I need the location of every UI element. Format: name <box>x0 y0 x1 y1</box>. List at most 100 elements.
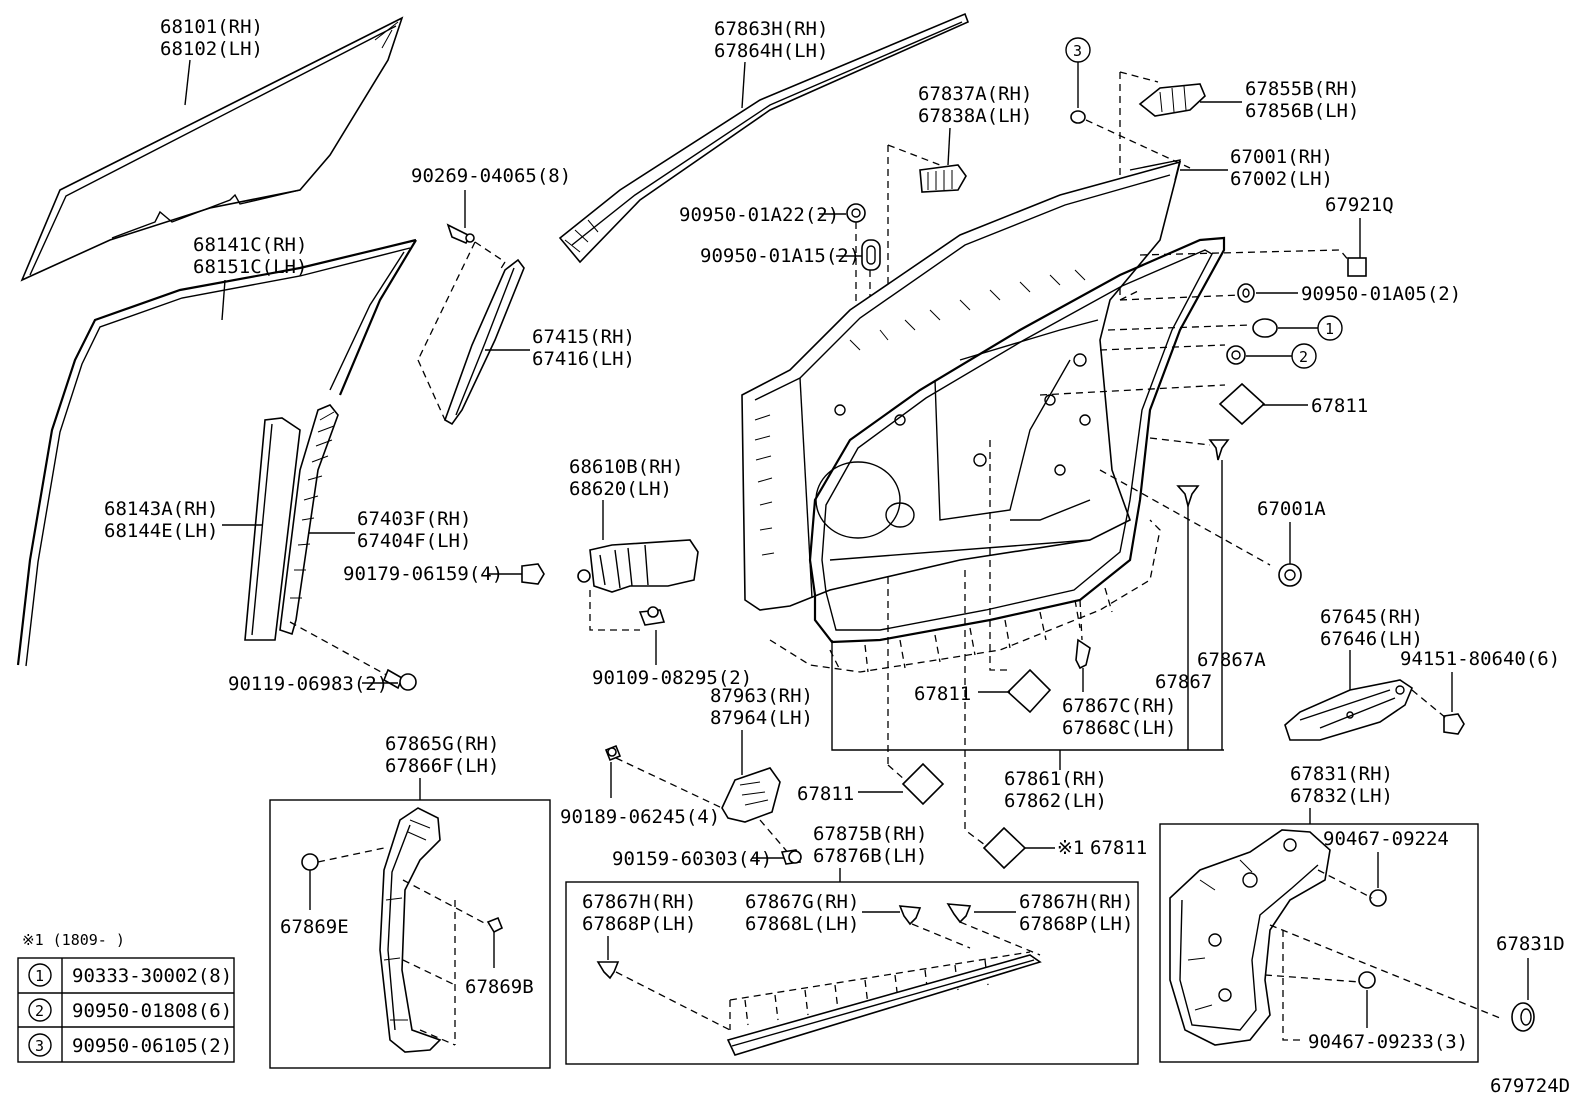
label-67645[interactable]: 67645(RH) <box>1320 606 1423 628</box>
label-67865g[interactable]: 67865G(RH) <box>385 733 499 755</box>
label-67868c[interactable]: 67868C(LH) <box>1062 717 1176 739</box>
label-67866f[interactable]: 67866F(LH) <box>385 755 499 777</box>
door-glass[interactable] <box>20 16 404 282</box>
label-67862[interactable]: 67862(LH) <box>1004 790 1107 812</box>
label-67869b[interactable]: 67869B <box>465 976 534 998</box>
label-67811d[interactable]: 67811 <box>1090 837 1147 859</box>
label-90159[interactable]: 90159-60303(4) <box>612 848 772 870</box>
outer-run-channel[interactable] <box>16 238 417 667</box>
grommet-90950a05[interactable] <box>1237 283 1255 303</box>
door-frame-moulding[interactable] <box>444 258 525 426</box>
screw-90467-09224[interactable] <box>1369 889 1387 907</box>
screw-90159[interactable] <box>780 849 802 865</box>
door-weatherstrip-67861[interactable] <box>808 236 1226 644</box>
clip-67867c[interactable] <box>1075 638 1091 670</box>
pad-67811c[interactable] <box>901 762 945 806</box>
pad-67811d[interactable] <box>982 826 1027 870</box>
stopper-67001a[interactable] <box>1278 563 1302 587</box>
label-67921q[interactable]: 67921Q <box>1325 194 1394 216</box>
plug-mark3[interactable] <box>1070 110 1086 124</box>
pad-67811b[interactable] <box>1006 668 1052 714</box>
clip-67869e[interactable] <box>301 853 319 871</box>
screw-90467-09233[interactable] <box>1358 971 1376 989</box>
label-67867[interactable]: 67867 <box>1155 671 1212 693</box>
label-67415[interactable]: 67415(RH) <box>532 326 635 348</box>
label-67855b[interactable]: 67855B(RH) <box>1245 78 1359 100</box>
label-87964[interactable]: 87964(LH) <box>710 707 813 729</box>
label-67837a[interactable]: 67837A(RH) <box>918 83 1032 105</box>
label-90119[interactable]: 90119-06983(2) <box>228 673 388 695</box>
clip-67867[interactable] <box>1176 485 1200 509</box>
grommet-90950a22[interactable] <box>846 203 866 223</box>
label-90467-09233[interactable]: 90467-09233(3) <box>1308 1031 1468 1053</box>
label-67001[interactable]: 67001(RH) <box>1230 146 1333 168</box>
label-67838a[interactable]: 67838A(LH) <box>918 105 1032 127</box>
label-67831[interactable]: 67831(RH) <box>1290 763 1393 785</box>
door-panel-67001[interactable] <box>741 159 1182 611</box>
label-68610b[interactable]: 68610B(RH) <box>569 456 683 478</box>
label-67811c[interactable]: 67811 <box>797 783 854 805</box>
label-90189[interactable]: 90189-06245(4) <box>560 806 720 828</box>
label-67416[interactable]: 67416(LH) <box>532 348 635 370</box>
bolt-90119[interactable] <box>382 668 417 691</box>
grommet-90950a15[interactable] <box>861 239 881 271</box>
nut-90179[interactable] <box>521 563 545 585</box>
label-90109[interactable]: 90109-08295(2) <box>592 667 752 689</box>
label-67832[interactable]: 67832(LH) <box>1290 785 1393 807</box>
label-90950a15[interactable]: 90950-01A15(2) <box>700 245 860 267</box>
label-67856b[interactable]: 67856B(LH) <box>1245 100 1359 122</box>
bracket-87963[interactable] <box>721 767 781 823</box>
label-67869e[interactable]: 67869E <box>280 916 349 938</box>
label-68620[interactable]: 68620(LH) <box>569 478 672 500</box>
label-87963[interactable]: 87963(RH) <box>710 685 813 707</box>
label-67867c[interactable]: 67867C(RH) <box>1062 695 1176 717</box>
garnish-67865g[interactable] <box>379 807 442 1053</box>
label-67868p-right[interactable]: 67868P(LH) <box>1019 913 1133 935</box>
label-67876b[interactable]: 67876B(LH) <box>813 845 927 867</box>
rear-run-channel[interactable] <box>279 404 339 636</box>
nut-94151[interactable] <box>1443 713 1465 735</box>
rocker-moulding-67875b[interactable] <box>726 954 1042 1056</box>
legend-part-1[interactable]: 90333-30002(8) <box>72 965 232 987</box>
plug-mark1[interactable] <box>1252 318 1278 338</box>
label-67868p-left[interactable]: 67868P(LH) <box>582 913 696 935</box>
pad-67811a[interactable] <box>1218 382 1266 426</box>
door-check-68610b[interactable] <box>577 539 699 593</box>
label-67001a[interactable]: 67001A <box>1257 498 1326 520</box>
label-67646[interactable]: 67646(LH) <box>1320 628 1423 650</box>
door-lock-67831[interactable] <box>1169 829 1331 1046</box>
handle-67855b[interactable] <box>1138 83 1206 117</box>
label-67867h-right[interactable]: 67867H(RH) <box>1019 891 1133 913</box>
legend-part-3[interactable]: 90950-06105(2) <box>72 1035 232 1057</box>
label-67864h[interactable]: 67864H(LH) <box>714 40 828 62</box>
legend-part-2[interactable]: 90950-01808(6) <box>72 1000 232 1022</box>
label-94151[interactable]: 94151-80640(6) <box>1400 648 1560 670</box>
weatherstrip-68143a[interactable] <box>244 417 301 641</box>
clip-67867h-left[interactable] <box>596 961 620 980</box>
label-68151c[interactable]: 68151C(LH) <box>193 256 307 278</box>
label-90467-09224[interactable]: 90467-09224 <box>1323 828 1449 850</box>
label-90950a05[interactable]: 90950-01A05(2) <box>1301 283 1461 305</box>
label-67867h-left[interactable]: 67867H(RH) <box>582 891 696 913</box>
label-68102[interactable]: 68102(LH) <box>160 38 263 60</box>
label-67404f[interactable]: 67404F(LH) <box>357 530 471 552</box>
label-90179[interactable]: 90179-06159(4) <box>343 563 503 585</box>
clip-67867h-right[interactable] <box>946 903 972 924</box>
label-67867g[interactable]: 67867G(RH) <box>745 891 859 913</box>
pad-67921q[interactable] <box>1347 257 1367 277</box>
label-67811b[interactable]: 67811 <box>914 683 971 705</box>
label-67868l[interactable]: 67868L(LH) <box>745 913 859 935</box>
label-90269[interactable]: 90269-04065(8) <box>411 165 571 187</box>
screw-90189[interactable] <box>604 744 622 762</box>
cap-67831d[interactable] <box>1511 1002 1535 1032</box>
label-67831d[interactable]: 67831D <box>1496 933 1565 955</box>
label-67867a[interactable]: 67867A <box>1197 649 1266 671</box>
label-68143a[interactable]: 68143A(RH) <box>104 498 218 520</box>
label-68141c[interactable]: 68141C(RH) <box>193 234 307 256</box>
label-68101[interactable]: 68101(RH) <box>160 16 263 38</box>
label-68144e[interactable]: 68144E(LH) <box>104 520 218 542</box>
clip-90269[interactable] <box>446 223 475 245</box>
label-67811a[interactable]: 67811 <box>1311 395 1368 417</box>
handle-frame-67837a[interactable] <box>919 164 967 193</box>
belt-moulding-67863h[interactable] <box>558 12 970 264</box>
